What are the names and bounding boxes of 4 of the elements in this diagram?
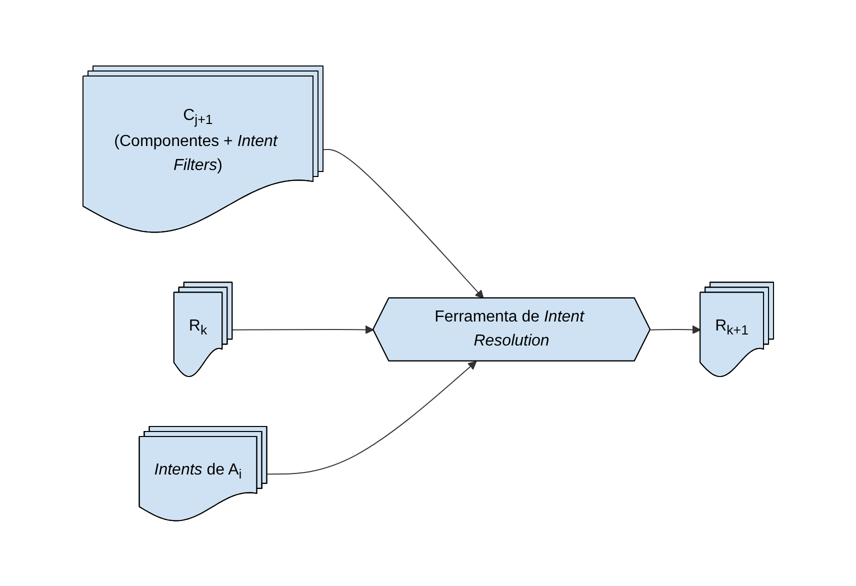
arrow <box>232 324 374 334</box>
arrow <box>650 324 701 334</box>
arrow <box>266 360 476 474</box>
arrow <box>322 148 484 298</box>
